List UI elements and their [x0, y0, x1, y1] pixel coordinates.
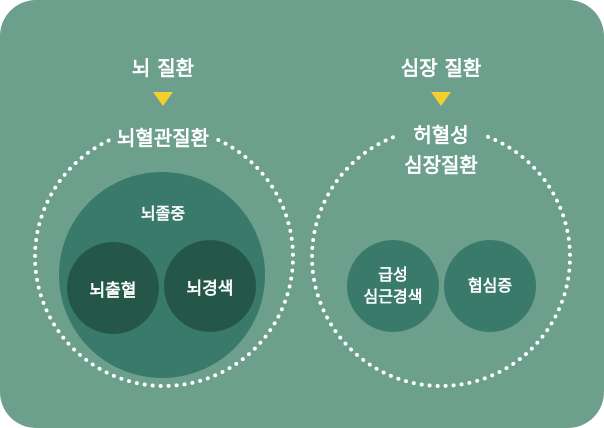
myocardial-infarction-circle: 급성 심근경색: [347, 240, 439, 332]
angina-circle: 협심증: [444, 240, 536, 332]
category-brain-disease: 뇌 질환: [131, 56, 195, 80]
mi-line2: 심근경색: [363, 287, 423, 306]
down-arrow-icon: [153, 92, 173, 106]
group-ischemic-line1: 허혈성: [413, 123, 469, 147]
group-cerebrovascular: 뇌혈관질환: [111, 122, 215, 151]
stroke-label: 뇌졸중: [140, 204, 186, 223]
hemorrhage-circle: 뇌출혈: [67, 242, 159, 334]
category-heart-disease: 심장 질환: [400, 56, 482, 80]
down-arrow-icon-right: [431, 92, 451, 106]
angina-label: 협심증: [467, 276, 513, 295]
infarction-label: 뇌경색: [186, 278, 234, 299]
hemorrhage-label: 뇌출혈: [89, 280, 137, 301]
group-ischemic-line2: 심장질환: [404, 153, 478, 177]
group-ischemic-heart-disease: 허혈성 심장질환: [396, 120, 486, 180]
mi-line1: 급성: [378, 265, 408, 284]
infarction-circle: 뇌경색: [164, 240, 256, 332]
